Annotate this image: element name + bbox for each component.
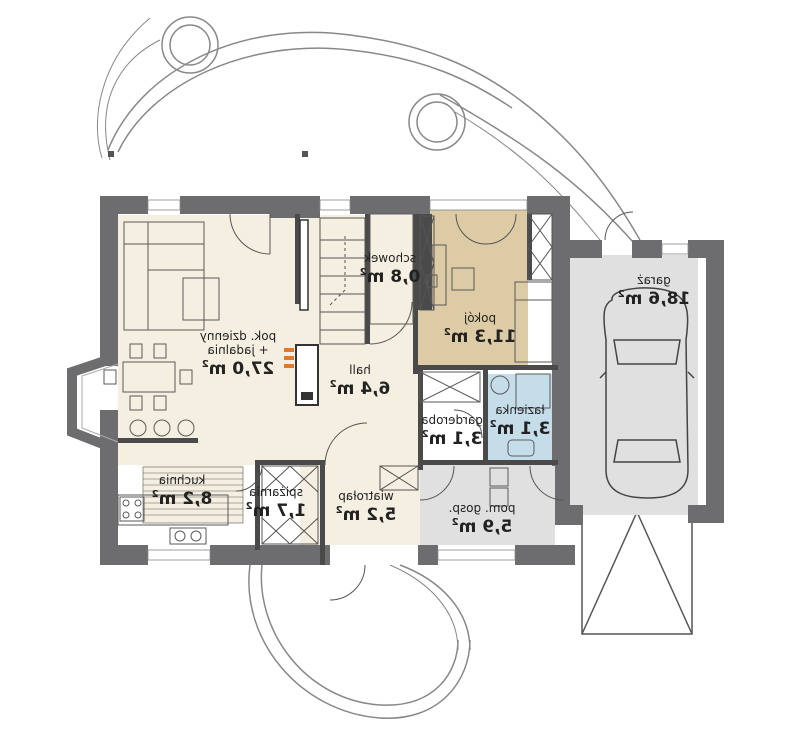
room-name: spiżarnia <box>249 485 303 499</box>
floor-wiatrolap <box>325 465 420 545</box>
room-area: 5,9 m2 <box>452 517 513 537</box>
room-area: 11,3 m2 <box>444 327 517 347</box>
room-label-pom: pom. gosp. 5,9 m2 <box>449 501 516 537</box>
room-label-kuchnia: kuchnia 8,2 m2 <box>152 473 213 509</box>
room-label-spizarnia: spiżarnia 1,7 m2 <box>246 485 307 521</box>
furniture <box>103 213 553 545</box>
fireplace <box>284 219 319 406</box>
room-label-pokoj: pokój 11,3 m2 <box>444 311 517 347</box>
door-swings <box>229 211 634 601</box>
room-area: 6,4 m2 <box>330 379 391 399</box>
coffee-table <box>182 277 220 321</box>
room-name: wiatrołap <box>338 489 394 503</box>
room-label-lazienka: łazienka 3,1 m2 <box>490 403 551 439</box>
floor-lazienka <box>487 374 555 464</box>
room-area: 1,7 m2 <box>246 501 307 521</box>
room-labels: pok. dzienny+ jadalnia 27,0 m2 kuchnia 8,2 … <box>152 251 691 537</box>
garden-outline <box>96 17 641 251</box>
room-name: pok. dzienny <box>200 329 276 343</box>
room-label-schowek: schowek 0,8 m2 <box>360 251 421 287</box>
room-label-salon: pok. dzienny+ jadalnia 27,0 m2 <box>200 329 276 379</box>
bay-window-glass <box>81 363 119 443</box>
room-name: pom. gosp. <box>449 501 516 515</box>
wardrobe <box>419 371 481 403</box>
room-area: 0,8 m2 <box>360 267 421 287</box>
stairs <box>319 217 366 345</box>
room-name: pokój <box>464 311 496 325</box>
room-area: 5,2 m2 <box>336 505 397 525</box>
floor-kitchen-strip <box>143 465 243 523</box>
room-label-wiatrolap: wiatrołap 5,2 m2 <box>336 489 397 525</box>
room-name: + jadalnia <box>207 343 268 357</box>
room-area: 3,1 m2 <box>422 429 483 449</box>
room-area: 3,1 m2 <box>490 419 551 439</box>
garden-circles <box>161 16 466 151</box>
garden-posts <box>108 151 308 157</box>
outer-walls <box>100 196 724 565</box>
car <box>599 287 695 499</box>
entrance-terrace <box>248 564 471 719</box>
room-name: hall <box>349 363 371 377</box>
room-name: schowek <box>364 251 416 265</box>
bay-window <box>67 355 110 451</box>
room-label-garderoba: garderoba 3,1 m2 <box>421 413 483 449</box>
shower <box>515 373 551 409</box>
room-area: 18,6 m2 <box>618 289 691 309</box>
interior-walls <box>118 214 558 565</box>
floor-garaz <box>570 255 698 515</box>
dining-table <box>122 361 176 393</box>
room-label-garaz: garaż 18,6 m2 <box>618 273 691 309</box>
room-name: łazienka <box>495 403 544 417</box>
room-area: 8,2 m2 <box>152 489 213 509</box>
room-name: garderoba <box>421 413 483 427</box>
room-name: garaż <box>637 273 671 287</box>
kitchen-counter <box>117 494 229 526</box>
room-label-hall: hall 6,4 m2 <box>330 363 391 399</box>
room-name: kuchnia <box>159 473 206 487</box>
storage-cabinets <box>261 213 553 545</box>
windows <box>147 199 689 561</box>
room-area: 27,0 m2 <box>202 359 275 379</box>
